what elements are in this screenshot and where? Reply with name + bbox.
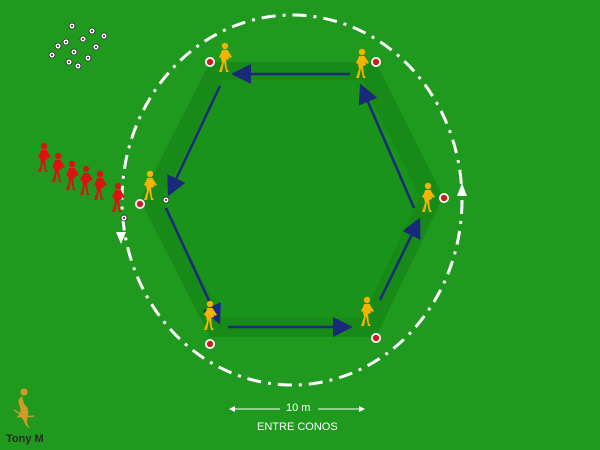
soccer-ball-icon (79, 35, 87, 43)
cone-icon (371, 333, 381, 343)
logo-icon (13, 388, 35, 428)
soccer-ball-icon (100, 32, 108, 40)
distance-indicator (229, 406, 365, 412)
pass-arrow-upper-right (358, 83, 416, 209)
player-icon (80, 165, 93, 195)
soccer-ball-icon (68, 22, 76, 30)
soccer-ball-icon (48, 51, 56, 59)
cone-icon (439, 193, 449, 203)
soccer-ball-icon (120, 214, 128, 222)
run-circuit (120, 13, 464, 387)
pass-arrow-upper-left (167, 85, 222, 197)
player-icon (38, 142, 51, 172)
player-icon (52, 152, 65, 182)
cone-icon (371, 57, 381, 67)
pass-arrow-lower-right (378, 217, 421, 301)
player-icon (94, 170, 107, 200)
cone-icon (205, 57, 215, 67)
waiting-players (38, 142, 125, 212)
distance-sublabel: ENTRE CONOS (257, 421, 338, 433)
author-credit: Tony M (6, 433, 44, 445)
soccer-ball-icon (54, 42, 62, 50)
pass-arrows (164, 64, 421, 337)
soccer-ball-icon (162, 196, 170, 204)
ball-pile (48, 22, 108, 70)
soccer-ball-icon (65, 58, 73, 66)
run-arrow-left (116, 232, 126, 244)
run-arrow-right (457, 183, 467, 196)
distance-arrowhead-left (229, 406, 235, 412)
cone-icon (205, 339, 215, 349)
soccer-ball-icon (92, 43, 100, 51)
player-icon (66, 160, 79, 190)
distance-label: 10 m (286, 402, 311, 414)
cone-icon (135, 199, 145, 209)
soccer-ball-icon (88, 27, 96, 35)
hexagon-inner (162, 80, 420, 318)
soccer-ball-icon (84, 54, 92, 62)
soccer-ball-icon (74, 62, 82, 70)
soccer-ball-icon (62, 38, 70, 46)
distance-arrowhead-right (359, 406, 365, 412)
soccer-ball-icon (70, 48, 78, 56)
